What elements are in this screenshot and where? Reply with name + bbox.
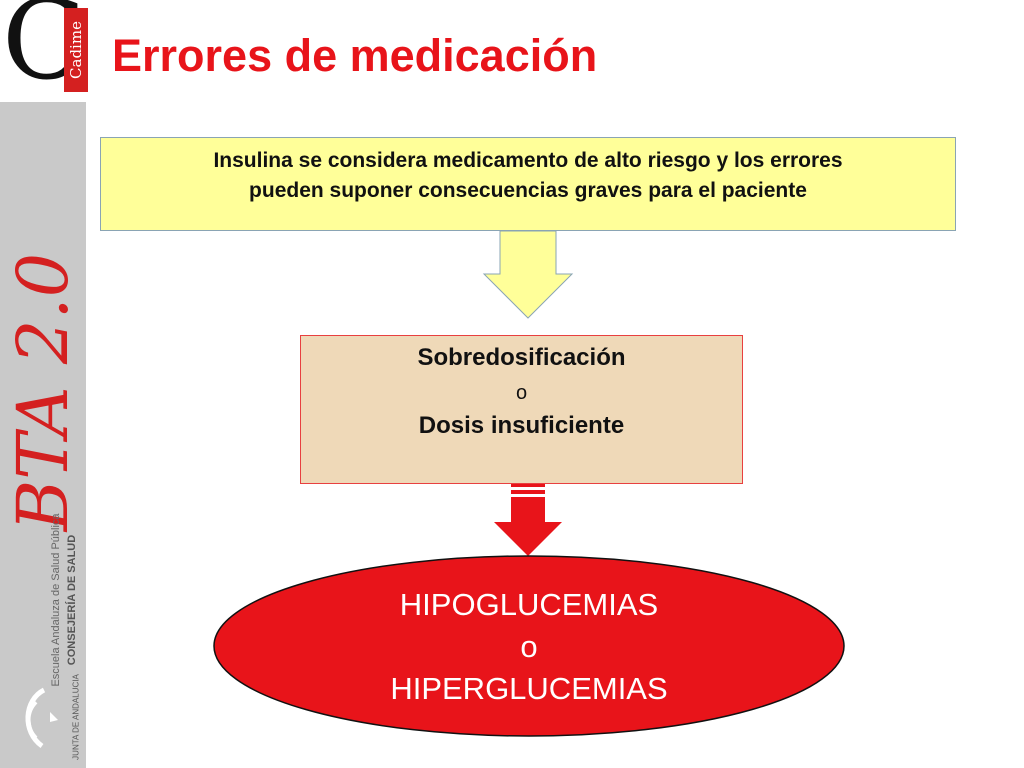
sidebar: BTA 2.0 Escuela Andaluza de Salud Públic…	[0, 102, 86, 768]
red-arrow-stripe-2	[511, 490, 545, 494]
insulin-risk-line-1: Insulina se considera medicamento de alt…	[213, 149, 843, 172]
hypoglycemia-label: HIPOGLUCEMIAS	[399, 587, 659, 622]
insulin-risk-line-2: pueden suponer consecuencias graves para…	[249, 179, 807, 202]
junta-logo-icon	[25, 687, 58, 749]
dosage-error-box: Sobredosificación o Dosis insuficiente	[300, 335, 743, 484]
box2-connector: o	[515, 382, 528, 404]
hyperglycemia-label: HIPERGLUCEMIAS	[390, 671, 668, 706]
underdose-label: Dosis insuficiente	[418, 412, 625, 439]
red-down-arrow	[494, 497, 562, 556]
page-title: Errores de medicación	[112, 30, 598, 81]
red-arrow-stripe-1	[511, 484, 545, 487]
overdose-label: Sobredosificación	[417, 344, 626, 371]
insulin-risk-box: Insulina se considera medicamento de alt…	[100, 137, 956, 231]
yellow-down-arrow	[482, 230, 574, 319]
cadime-logo: Cadime	[64, 8, 88, 92]
result-oval-text: HIPOGLUCEMIAS o HIPERGLUCEMIAS	[215, 584, 843, 710]
result-oval	[213, 555, 845, 737]
oval-connector: o	[520, 629, 538, 664]
